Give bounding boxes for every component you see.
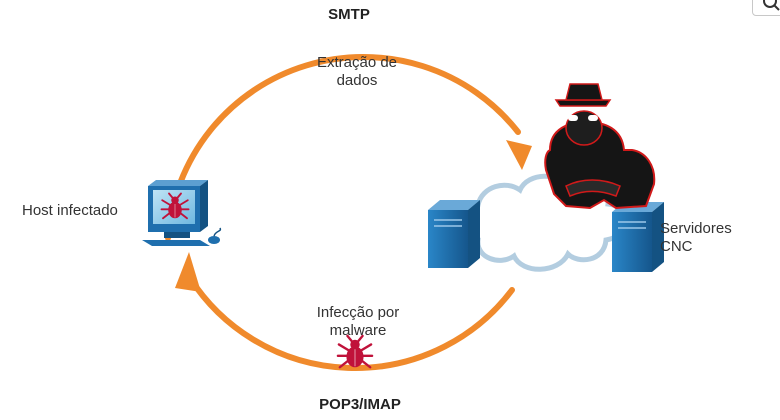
arrowhead-top xyxy=(506,140,532,170)
server-icon xyxy=(612,202,664,272)
extraction-label: Extração de dados xyxy=(316,54,398,89)
search-icon xyxy=(763,0,780,11)
bottom-label: POP3/IMAP xyxy=(319,396,401,413)
arrowhead-bottom xyxy=(175,252,201,292)
top-label: SMTP xyxy=(328,6,370,23)
hacker-icon xyxy=(544,83,656,210)
infection-label: Infecção por malware xyxy=(316,304,400,339)
cycle-arrows xyxy=(165,54,521,372)
server-icon xyxy=(428,200,480,268)
bug-icon xyxy=(336,334,374,369)
search-button[interactable] xyxy=(752,0,780,16)
arrow-bottom xyxy=(187,275,515,372)
host-label: Host infectado xyxy=(22,202,118,219)
arrow-top xyxy=(165,54,521,241)
servers-label: Servidores CNC xyxy=(660,220,732,255)
